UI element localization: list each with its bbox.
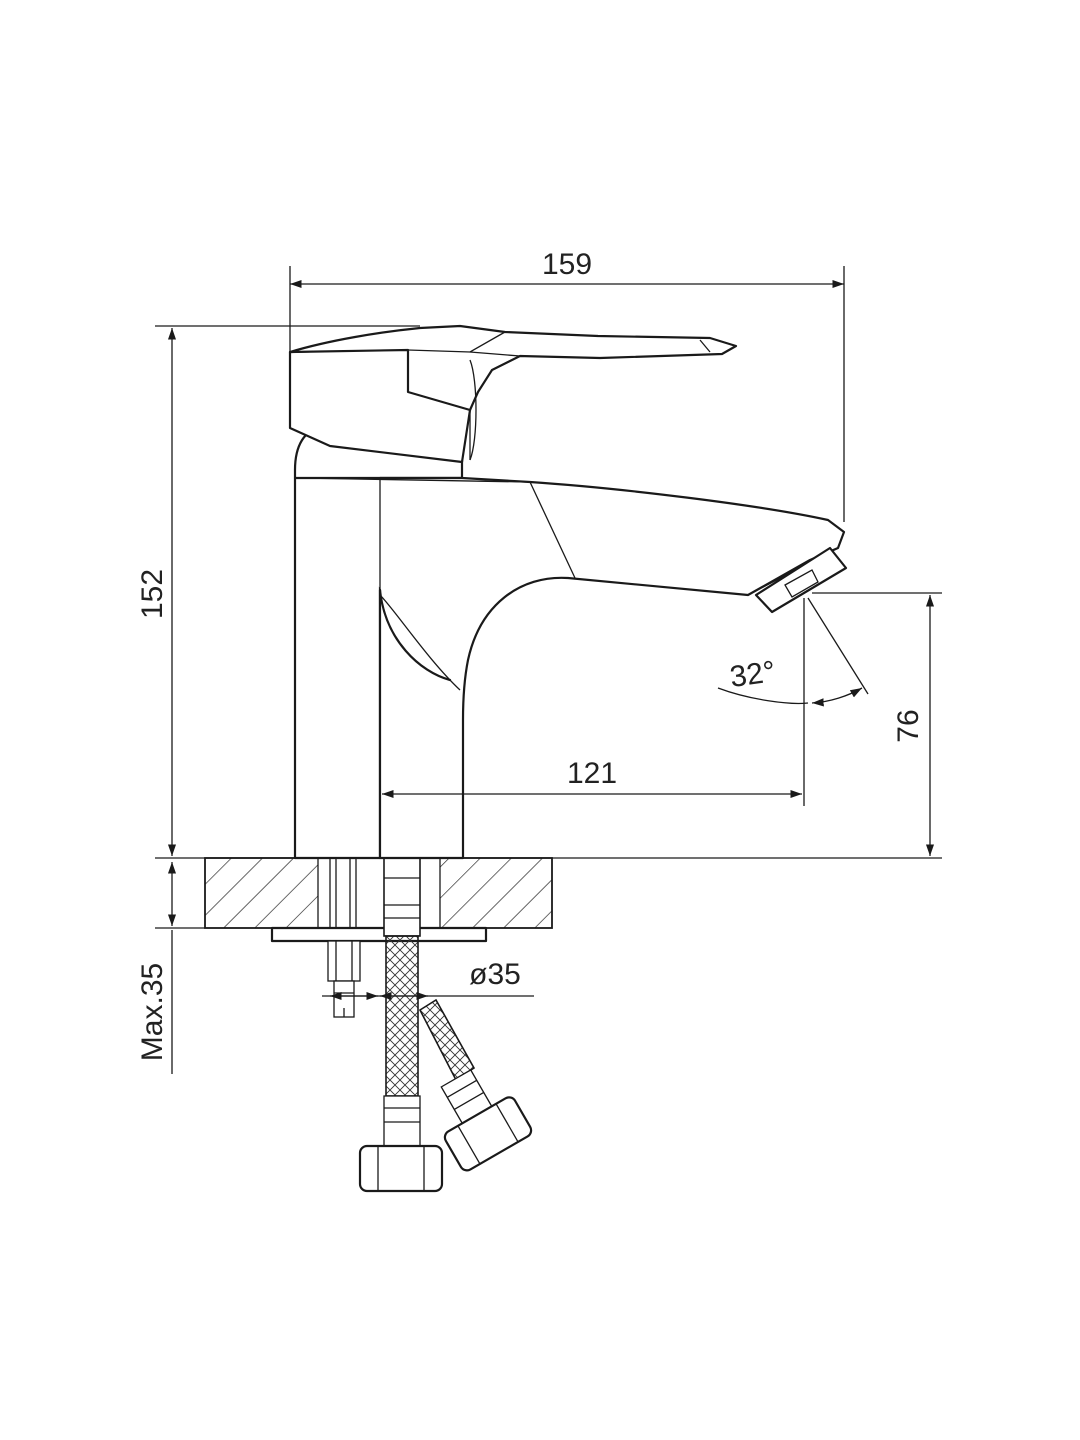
dim-label-diameter: ø35 [469,958,521,991]
dim-label-width: 159 [542,248,592,281]
dim-label-height: 152 [136,569,169,619]
supply-hose-straight [358,857,444,1193]
fixing-nut [327,940,361,1018]
faucet-body [293,426,848,860]
lever-handle [288,324,738,464]
dim-spout-height: 76 [812,592,942,856]
dim-hole-diameter: ø35 [322,958,534,1001]
dim-spray-angle: 32° [717,597,869,707]
dim-overall-height: 152 [136,325,420,856]
dim-overall-width: 159 [289,248,845,522]
dim-spout-reach: 121 [379,598,805,858]
dim-label-angle: 32° [728,655,778,694]
fixing-plate [270,926,488,943]
dim-label-reach: 121 [567,757,617,790]
dim-label-max: Max.35 [136,963,169,1061]
countertop-section [204,857,553,929]
dim-deck-thickness [155,862,205,929]
dim-label-spout-height: 76 [892,709,925,742]
supply-hose-angled [418,998,533,1172]
dim-max-thickness: Max.35 [136,930,173,1074]
